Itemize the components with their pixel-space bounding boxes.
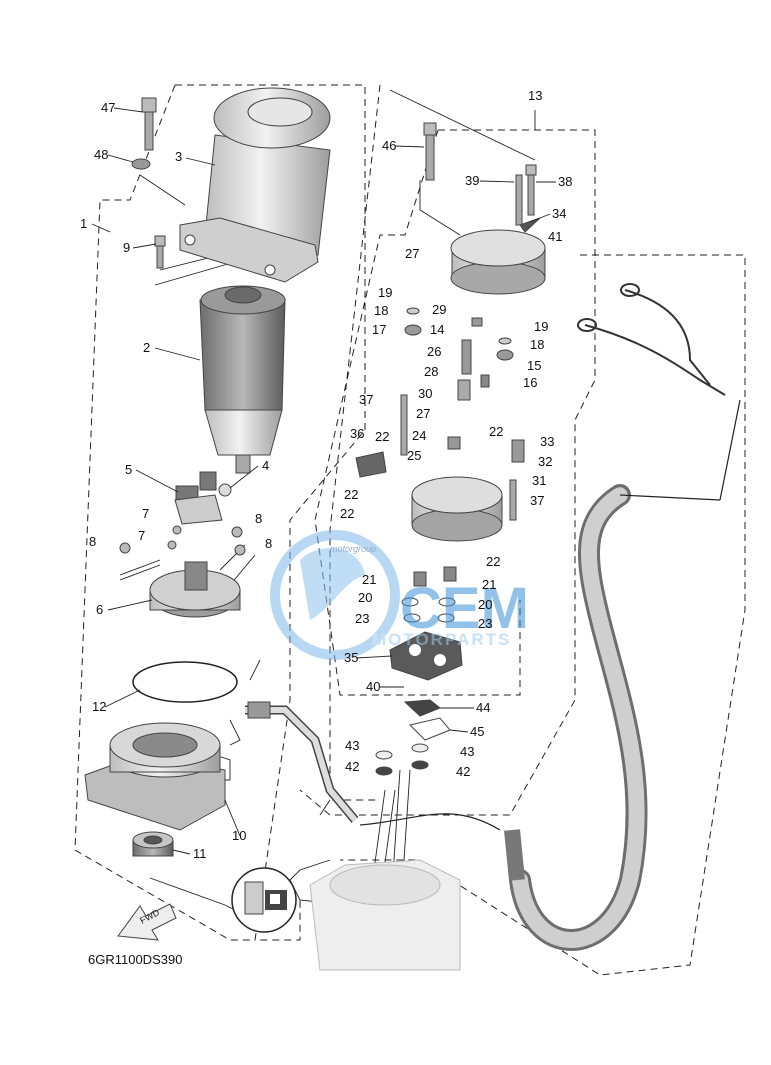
group-boundaries [74, 84, 746, 976]
callout-48: 48 [94, 147, 108, 162]
callout-11: 11 [193, 846, 207, 861]
callout-7a: 7 [142, 506, 149, 521]
callout-31: 31 [532, 473, 546, 488]
callout-42a: 42 [345, 759, 359, 774]
callout-9: 9 [123, 240, 130, 255]
callout-34: 34 [552, 206, 566, 221]
callout-39: 39 [465, 173, 479, 188]
bottom-housing [309, 859, 461, 971]
callout-29: 29 [432, 302, 446, 317]
o-ring [132, 661, 238, 703]
callout-3: 3 [175, 149, 182, 164]
callout-2: 2 [143, 340, 150, 355]
valve-top-plate [450, 217, 546, 295]
callout-47: 47 [101, 100, 115, 115]
callout-15: 15 [527, 358, 541, 373]
callout-43b: 43 [460, 744, 474, 759]
callout-4: 4 [262, 458, 269, 473]
callout-7b: 7 [138, 528, 145, 543]
callout-14: 14 [430, 322, 444, 337]
callout-22a: 22 [375, 429, 389, 444]
callout-22d: 22 [340, 506, 354, 521]
callout-21b: 21 [482, 577, 496, 592]
callout-38: 38 [558, 174, 572, 189]
callout-labels: 1 2 3 4 5 6 7 7 8 8 8 9 10 11 12 13 14 1… [80, 88, 572, 861]
callout-23b: 23 [478, 616, 492, 631]
lower-small-parts [375, 699, 451, 776]
gasket [389, 631, 463, 681]
callout-13: 13 [528, 88, 542, 103]
valve-small-parts [355, 307, 525, 623]
callout-46: 46 [382, 138, 396, 153]
callout-22e: 22 [486, 554, 500, 569]
hydraulic-pipe [245, 701, 359, 823]
callout-8c: 8 [265, 536, 272, 551]
callout-45: 45 [470, 724, 484, 739]
callout-8a: 8 [89, 534, 96, 549]
callout-17: 17 [372, 322, 386, 337]
watermark-small: motorgroup [330, 544, 376, 554]
bolts [131, 97, 537, 269]
callout-12: 12 [92, 699, 106, 714]
watermark-brand: CEM [400, 576, 529, 641]
label-leaders [91, 107, 556, 855]
bushing [132, 831, 174, 857]
callout-37b: 37 [530, 493, 544, 508]
watermark-subtitle: MOTORPARTS [372, 630, 511, 649]
callout-25: 25 [407, 448, 421, 463]
callout-26: 26 [427, 344, 441, 359]
callout-36: 36 [350, 426, 364, 441]
callout-28: 28 [424, 364, 438, 379]
callout-33: 33 [540, 434, 554, 449]
callout-30: 30 [418, 386, 432, 401]
callout-16: 16 [523, 375, 537, 390]
callout-24: 24 [412, 428, 426, 443]
callout-43a: 43 [345, 738, 359, 753]
drawing-code: 6GR1100DS390 [88, 952, 182, 967]
callout-44: 44 [476, 700, 490, 715]
callout-10: 10 [232, 828, 246, 843]
watermark: CEM MOTORPARTS motorgroup [270, 530, 529, 660]
armature [199, 285, 286, 474]
brush-parts [119, 471, 246, 556]
fwd-arrow: FWD [117, 903, 177, 941]
callout-6: 6 [96, 602, 103, 617]
callout-27a: 27 [405, 246, 419, 261]
callout-23a: 23 [355, 611, 369, 626]
callout-42b: 42 [456, 764, 470, 779]
callout-37a: 37 [359, 392, 373, 407]
callout-27b: 27 [416, 406, 430, 421]
callout-41: 41 [548, 229, 562, 244]
callout-19a: 19 [378, 285, 392, 300]
callout-8b: 8 [255, 511, 262, 526]
end-cap [84, 722, 226, 831]
callout-5: 5 [125, 462, 132, 477]
callout-21a: 21 [362, 572, 376, 587]
callout-1: 1 [80, 216, 87, 231]
valve-body [411, 476, 503, 542]
callout-22c: 22 [344, 487, 358, 502]
detail-inset [231, 867, 297, 933]
callout-19b: 19 [534, 319, 548, 334]
callout-40: 40 [366, 679, 380, 694]
callout-32: 32 [538, 454, 552, 469]
callout-18a: 18 [374, 303, 388, 318]
callout-35: 35 [344, 650, 358, 665]
callout-22b: 22 [489, 424, 503, 439]
brush-plate [149, 561, 241, 618]
corrugated-cable [359, 283, 741, 951]
callout-20a: 20 [358, 590, 372, 605]
motor-housing [179, 87, 331, 283]
callout-20b: 20 [478, 597, 492, 612]
callout-18b: 18 [530, 337, 544, 352]
